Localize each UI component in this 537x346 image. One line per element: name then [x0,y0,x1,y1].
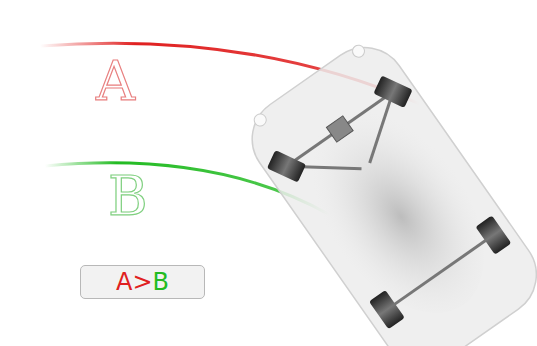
legend-box: A>B [80,265,205,299]
path-letter: B [108,170,148,224]
path-letter: A [96,55,135,109]
comparison-text: A>B [116,270,169,294]
car [236,31,537,346]
